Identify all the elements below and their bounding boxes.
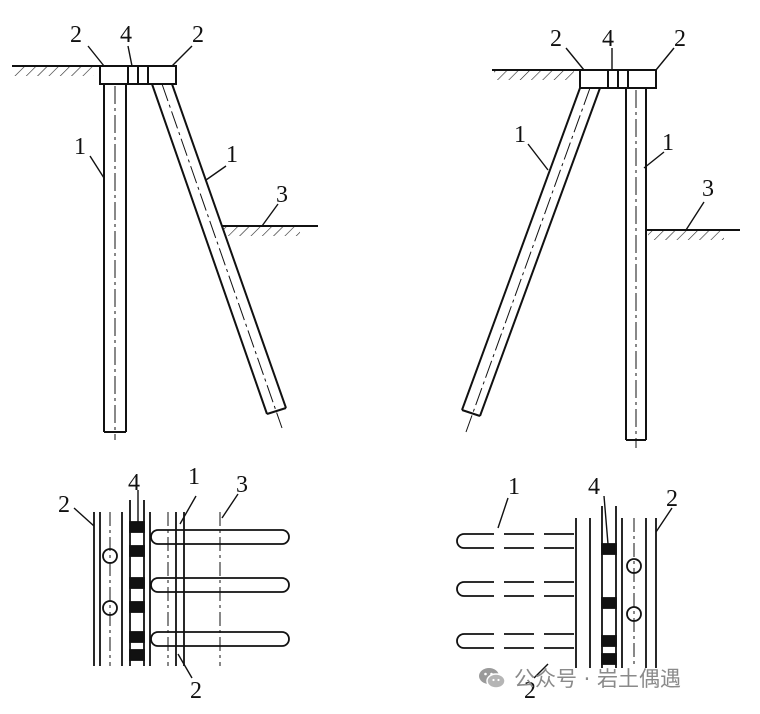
label-tie-4: 4	[588, 474, 600, 500]
vertical-pile-right	[625, 88, 647, 448]
right-plan	[456, 495, 673, 679]
raked-pile-left	[151, 83, 287, 429]
label-ground-3: 3	[236, 472, 248, 498]
label-pile-4: 1	[508, 474, 520, 500]
right-elevation-labels: 2 4 2 1 1 3	[514, 26, 714, 202]
label-tie-1: 4	[120, 22, 132, 48]
raked-pile-right	[461, 87, 601, 433]
label-ground-low-2: 3	[702, 176, 714, 202]
watermark-text: 公众号 · 岩土偶遇	[514, 667, 682, 691]
label-cap-right-1: 2	[192, 22, 204, 48]
label-tie-3: 4	[128, 470, 140, 496]
label-ground-low-1: 3	[276, 182, 288, 208]
ground-hatch-high-right	[494, 71, 574, 80]
label-wale-bottom-4: 2	[524, 678, 536, 704]
left-elevation	[12, 45, 318, 440]
right-elevation	[461, 47, 740, 448]
ground-hatch-low-left	[224, 227, 300, 236]
label-cap-left-2: 2	[550, 26, 562, 52]
label-pile-raked-1: 1	[226, 142, 238, 168]
ground-hatch-low-right	[648, 231, 724, 240]
ground-hatch-high-left	[14, 67, 94, 76]
watermark: 公众号 · 岩土偶遇	[478, 660, 681, 696]
left-elevation-labels: 2 4 2 1 1 3	[70, 22, 288, 208]
label-cap-right-2: 2	[674, 26, 686, 52]
left-plan	[73, 490, 290, 679]
label-wale-bottom-3: 2	[190, 678, 202, 704]
label-pile-raked-2: 1	[514, 122, 526, 148]
label-wale-left-3: 2	[58, 492, 70, 518]
wechat-icon	[479, 668, 506, 689]
label-wale-right-4: 2	[666, 486, 678, 512]
label-tie-2: 4	[602, 26, 614, 52]
plan-piles-left	[150, 529, 290, 647]
vertical-pile-left	[103, 84, 127, 440]
right-plan-labels: 1 4 2 2	[508, 474, 678, 704]
label-pile-vertical-1: 1	[74, 134, 86, 160]
plan-piles-right	[464, 533, 576, 649]
label-cap-left-1: 2	[70, 22, 82, 48]
left-plan-labels: 2 4 1 3 2	[58, 464, 248, 704]
label-pile-vertical-2: 1	[662, 130, 674, 156]
label-pile-3: 1	[188, 464, 200, 490]
